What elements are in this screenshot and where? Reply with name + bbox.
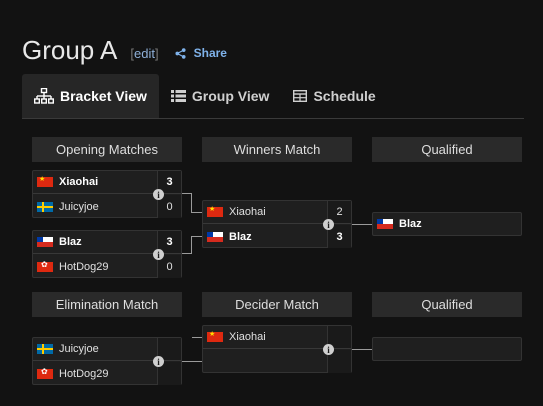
bracket-connector: [192, 337, 202, 338]
edit-link[interactable]: [edit]: [130, 45, 159, 61]
player-score: [157, 338, 181, 361]
share-label[interactable]: Share: [193, 46, 227, 60]
player-score: [327, 350, 351, 373]
player-name: Xiaohai: [59, 176, 99, 188]
bracket-connector: [191, 193, 192, 212]
table-icon: [293, 90, 308, 102]
bracket-connector: [182, 253, 192, 254]
match-info-icon[interactable]: i: [153, 249, 164, 260]
player-name: HotDog29: [59, 367, 109, 380]
bracket-connector: [191, 236, 202, 237]
match-slot-bottom[interactable]: Juicyjoe: [33, 195, 157, 218]
match-slot-top[interactable]: Xiaohai: [203, 326, 327, 349]
match-opening-2[interactable]: Blaz 3 HotDog29 0 i: [32, 230, 182, 278]
flag-hong-kong-icon: [37, 260, 53, 272]
match-opening-1[interactable]: Xiaohai 3 Juicyjoe 0 i: [32, 170, 182, 218]
bracket-connector: [182, 193, 192, 194]
match-slot-top[interactable]: Xiaohai: [203, 201, 327, 224]
match-slot-bottom[interactable]: HotDog29: [33, 255, 157, 278]
flag-hong-kong-icon: [37, 367, 53, 379]
match-winners[interactable]: Xiaohai 2 Blaz 3 i: [202, 200, 352, 248]
tab-bracket-view-label[interactable]: Bracket View: [60, 88, 147, 104]
column-header-qualified-top: Qualified: [372, 137, 522, 162]
column-header-opening-matches: Opening Matches: [32, 137, 182, 162]
match-info-icon[interactable]: i: [323, 344, 334, 355]
sitemap-icon: [34, 88, 54, 104]
match-info-icon[interactable]: i: [153, 189, 164, 200]
player-name: Blaz: [59, 236, 82, 248]
qualified-slot-top[interactable]: Blaz: [372, 212, 522, 236]
column-header-qualified-bottom: Qualified: [372, 292, 522, 317]
flag-sweden-icon: [37, 201, 53, 212]
player-score: [157, 362, 181, 385]
player-name: Juicyjoe: [59, 343, 99, 355]
tab-schedule[interactable]: Schedule: [281, 74, 387, 118]
share-button[interactable]: Share: [175, 46, 227, 60]
player-name: HotDog29: [59, 260, 109, 273]
player-name: Xiaohai: [229, 206, 266, 218]
bracket-connector: [191, 236, 192, 254]
bracket-connector: [182, 361, 202, 362]
flag-chile-icon: [37, 237, 53, 247]
match-slot-bottom[interactable]: Blaz: [203, 225, 327, 248]
tab-group-view-label[interactable]: Group View: [191, 88, 270, 104]
flag-china-icon: [207, 205, 223, 217]
list-icon: [170, 90, 186, 102]
flag-chile-icon: [207, 231, 223, 242]
match-slot-top[interactable]: Blaz: [33, 231, 157, 254]
player-name: Juicyjoe: [59, 200, 99, 213]
player-score: 3: [157, 231, 181, 254]
match-slot-bottom[interactable]: HotDog29: [33, 362, 157, 385]
column-header-winners-match: Winners Match: [202, 137, 352, 162]
flag-chile-icon: [377, 219, 393, 229]
bracket-connector: [352, 224, 372, 225]
player-name: Blaz: [229, 230, 252, 243]
share-icon: [175, 47, 186, 59]
match-decider[interactable]: Xiaohai i: [202, 325, 352, 373]
tab-schedule-label[interactable]: Schedule: [313, 88, 376, 104]
tab-bracket-view[interactable]: Bracket View: [22, 74, 159, 118]
player-score: [327, 326, 351, 349]
column-header-decider-match: Decider Match: [202, 292, 352, 317]
player-score: 3: [327, 225, 351, 248]
match-info-icon[interactable]: i: [153, 356, 164, 367]
column-header-elimination-match: Elimination Match: [32, 292, 182, 317]
page-header: Group A [edit] Share: [22, 34, 227, 66]
edit-link-label[interactable]: edit: [134, 45, 155, 61]
flag-china-icon: [207, 330, 223, 342]
player-score: 3: [157, 171, 181, 194]
bracket-connector: [352, 349, 372, 350]
tab-group-view[interactable]: Group View: [159, 74, 282, 118]
qualified-slot-bottom[interactable]: [372, 337, 522, 361]
player-name: Xiaohai: [229, 331, 266, 343]
match-slot-top[interactable]: Xiaohai: [33, 171, 157, 194]
view-tabs: Bracket View Group View Schedule: [22, 74, 524, 119]
match-info-icon[interactable]: i: [323, 219, 334, 230]
bracket-connector: [191, 212, 202, 213]
match-elimination[interactable]: Juicyjoe HotDog29 i: [32, 337, 182, 385]
match-slot-bottom[interactable]: [203, 350, 327, 373]
match-slot-top[interactable]: Juicyjoe: [33, 338, 157, 361]
flag-china-icon: [37, 175, 53, 187]
player-score: 0: [157, 195, 181, 218]
player-name: Blaz: [399, 218, 422, 230]
player-score: 0: [157, 255, 181, 278]
player-score: 2: [327, 201, 351, 224]
flag-sweden-icon: [37, 344, 53, 354]
page-title: Group A: [22, 34, 118, 65]
